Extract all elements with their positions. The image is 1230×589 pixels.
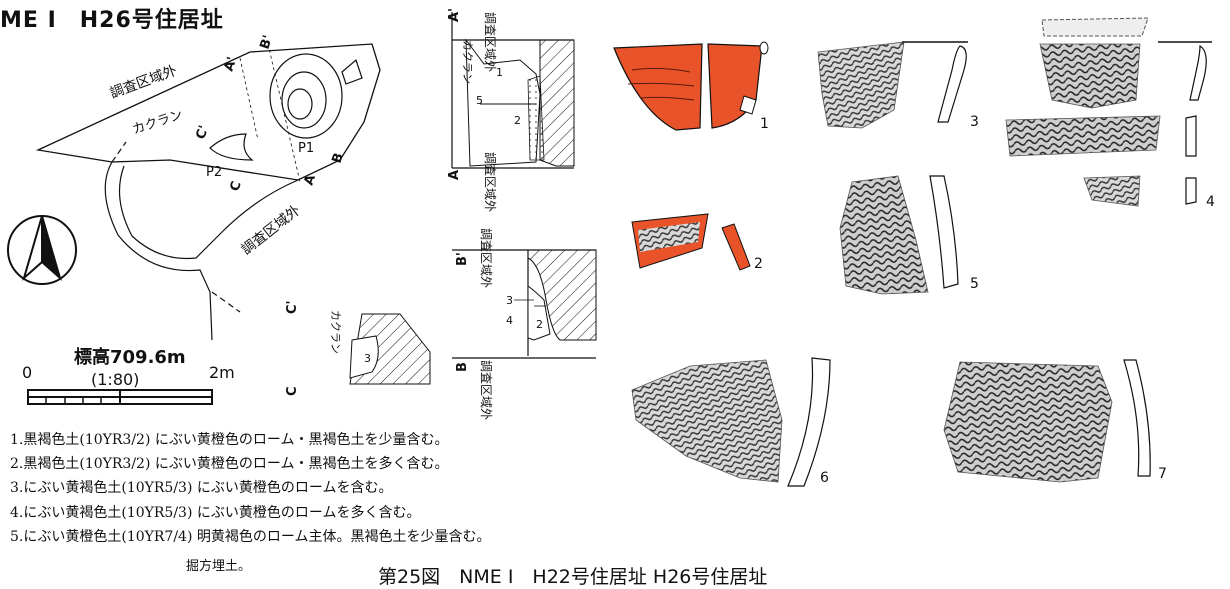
artifact-number-3: 3 bbox=[970, 114, 979, 130]
sec-c-prime-label: C' bbox=[285, 300, 300, 314]
section-a bbox=[451, 12, 575, 169]
sec-b-prime-label: B' bbox=[455, 252, 470, 266]
artifact-number-6: 6 bbox=[820, 470, 829, 486]
artifact-number-5: 5 bbox=[970, 276, 979, 292]
plan-kakuran: カクラン bbox=[131, 107, 185, 137]
artifact-2 bbox=[631, 213, 751, 271]
artifact-number-7: 7 bbox=[1158, 466, 1167, 482]
artifact-6 bbox=[631, 357, 831, 487]
artifact-4 bbox=[1005, 17, 1212, 207]
artifact-number-4: 4 bbox=[1206, 194, 1215, 210]
plan-c: C bbox=[228, 180, 245, 194]
plan-b: B bbox=[330, 151, 347, 165]
figure-caption: 第25図 NME I H22号住居址 H26号住居址 bbox=[378, 566, 768, 588]
artifact-1 bbox=[613, 41, 769, 131]
sec-a-layer-1: 1 bbox=[496, 66, 503, 79]
plan-a-prime: A' bbox=[222, 55, 241, 73]
layer-description: 5.にぶい黄橙色土(10YR7/4) 明黄褐色のローム主体。黒褐色土を少量含む。 bbox=[10, 528, 491, 545]
sec-a-kakuran: カクラン bbox=[461, 40, 474, 84]
sec-a-out-top: 調査区域外 bbox=[483, 12, 497, 72]
artifact-3 bbox=[817, 41, 968, 129]
sec-a-out-bottom: 調査区域外 bbox=[483, 152, 497, 212]
artifact-number-2: 2 bbox=[754, 256, 763, 272]
layer-description: 1.黒褐色土(10YR3/2) にぶい黄橙色のローム・黒褐色土を少量含む。 bbox=[10, 432, 449, 448]
plan-b-prime: B' bbox=[258, 33, 277, 51]
sec-c-label: C bbox=[285, 386, 300, 396]
plan-p2: P2 bbox=[206, 165, 222, 180]
sec-a-prime-label: A' bbox=[447, 8, 462, 22]
sec-a-layer-2: 2 bbox=[514, 114, 521, 127]
layer-description: 2.黒褐色土(10YR3/2) にぶい黄橙色のローム・黒褐色土を多く含む。 bbox=[10, 456, 449, 473]
scale-zero: 0 bbox=[22, 363, 33, 382]
artifact-7 bbox=[943, 359, 1151, 483]
layer-description: 4.にぶい黄褐色土(10YR5/3) にぶい黄橙色のロームを多く含む。 bbox=[10, 504, 421, 521]
scale-ratio: (1:80) bbox=[91, 370, 140, 389]
house-plan bbox=[35, 43, 381, 341]
section-c bbox=[349, 313, 431, 385]
layer-note: 掘方埋土。 bbox=[186, 559, 252, 574]
plan-p1: P1 bbox=[298, 141, 314, 156]
sec-c-layer-3: 3 bbox=[364, 352, 371, 365]
layer-description: 3.にぶい黄褐色土(10YR5/3) にぶい黄橙色のロームを含む。 bbox=[10, 480, 393, 497]
sec-c-kakuran: カクラン bbox=[329, 310, 342, 354]
sec-b-layer-2: 2 bbox=[536, 318, 543, 331]
sec-a-layer-5: 5 bbox=[476, 94, 483, 107]
plan-c-prime: C' bbox=[194, 124, 212, 142]
scale-elevation: 標高709.6m bbox=[74, 347, 186, 368]
section-b bbox=[452, 249, 597, 359]
artifact-number-1: 1 bbox=[760, 116, 769, 132]
north-arrow-icon bbox=[7, 215, 77, 285]
plan-a: A bbox=[302, 173, 319, 187]
scale-max: 2m bbox=[209, 363, 235, 382]
plan-out-right: 調査区域外 bbox=[239, 202, 304, 258]
plan-out-top: 調査区域外 bbox=[108, 63, 179, 102]
figure-title: ME I H26号住居址 bbox=[0, 8, 224, 33]
sec-b-layer-4: 4 bbox=[506, 314, 513, 327]
scale-bar bbox=[27, 389, 213, 405]
layer-legend: 1.黒褐色土(10YR3/2) にぶい黄橙色のローム・黒褐色土を少量含む。 2.… bbox=[10, 428, 490, 549]
sec-b-layer-3: 3 bbox=[506, 294, 513, 307]
sec-b-out-top: 調査区域外 bbox=[479, 228, 493, 288]
sec-b-out-bottom: 調査区域外 bbox=[479, 360, 493, 420]
artifact-5 bbox=[839, 175, 959, 295]
sec-b-label: B bbox=[455, 362, 470, 372]
sec-a-label: A bbox=[447, 170, 462, 180]
